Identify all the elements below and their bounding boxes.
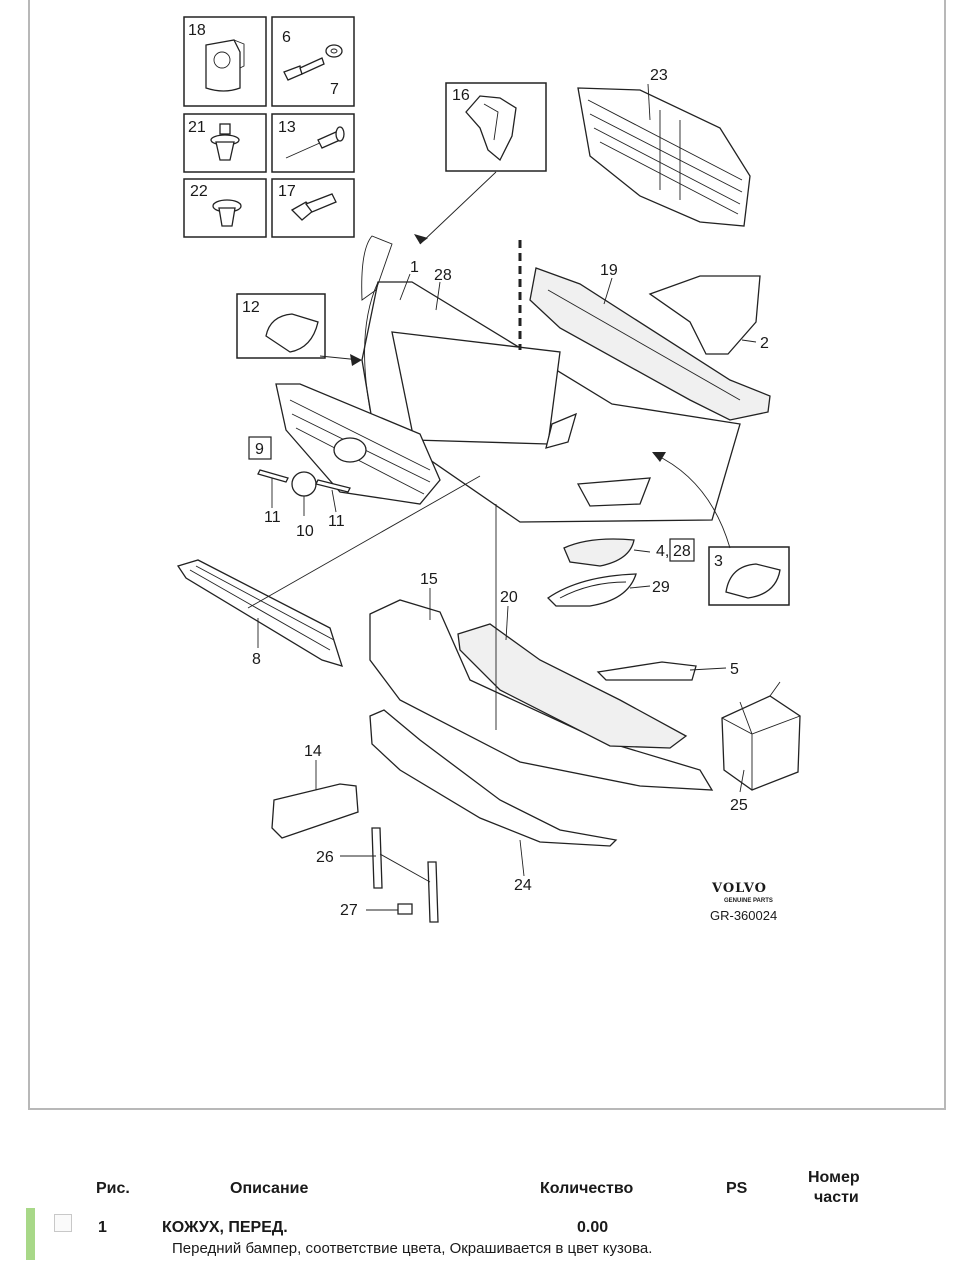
row-quantity: 0.00 <box>577 1219 609 1236</box>
callout-11-left: 11 <box>264 509 281 526</box>
callout-6: 6 <box>282 29 291 46</box>
part-4-fog-grille[interactable] <box>563 538 635 567</box>
inset-box-17[interactable] <box>271 178 355 238</box>
part-5-guide[interactable] <box>596 661 697 681</box>
diagram-code: GR-360024 <box>710 908 777 923</box>
callout-15: 15 <box>420 571 438 588</box>
callout-4: 4, <box>656 543 669 560</box>
header-quantity: Количество <box>540 1180 634 1197</box>
part-1-bumper-cover[interactable] <box>361 235 741 523</box>
row-checkbox[interactable] <box>54 1214 72 1232</box>
callout-28-box: 28 <box>673 543 691 560</box>
reference-lines <box>247 171 731 730</box>
part-14-plate-holder[interactable] <box>271 783 359 839</box>
part-9-lower-grille[interactable] <box>275 383 441 505</box>
part-11-trim-strips[interactable] <box>257 469 351 493</box>
inset-box-13[interactable] <box>271 113 355 173</box>
callout-29: 29 <box>652 579 670 596</box>
part-23-upper-grille[interactable] <box>577 87 751 227</box>
callout-21: 21 <box>188 119 206 136</box>
callout-13: 13 <box>278 119 296 136</box>
callout-16: 16 <box>452 87 470 104</box>
callout-12: 12 <box>242 299 260 316</box>
inset-box-18[interactable] <box>183 16 267 107</box>
callout-23: 23 <box>650 67 668 84</box>
callout-14: 14 <box>304 743 322 760</box>
part-2-bracket[interactable] <box>648 275 761 355</box>
exploded-parts-diagram: 18 6 7 21 13 22 17 16 23 1 28 19 2 12 9 … <box>176 16 801 923</box>
callout-17: 17 <box>278 183 296 200</box>
inset-box-6-7[interactable] <box>271 16 355 107</box>
header-description: Описание <box>230 1180 309 1197</box>
part-25-touch-up-box[interactable] <box>721 681 801 791</box>
callout-labels: 18 6 7 21 13 22 17 16 23 1 28 19 2 12 9 … <box>188 22 769 919</box>
part-19-reinforcement[interactable] <box>529 267 771 421</box>
part-15-splash-shield[interactable] <box>369 599 714 791</box>
callout-3: 3 <box>714 553 723 570</box>
inset-box-16[interactable] <box>445 82 547 172</box>
part-26-brackets[interactable] <box>371 827 439 923</box>
inset-box-21[interactable] <box>183 113 267 173</box>
callout-26: 26 <box>316 849 334 866</box>
header-ps: PS <box>726 1180 748 1197</box>
callout-5: 5 <box>730 661 739 678</box>
callout-11-right: 11 <box>328 513 345 530</box>
svg-text:GENUINE PARTS: GENUINE PARTS <box>724 898 773 904</box>
callout-1: 1 <box>410 259 419 276</box>
header-part-number-2: части <box>814 1189 859 1206</box>
row-name: КОЖУХ, ПЕРЕД. <box>162 1219 288 1236</box>
header-fig: Рис. <box>96 1180 130 1197</box>
volvo-logo: VOLVO GENUINE PARTS <box>711 881 773 904</box>
svg-text:VOLVO: VOLVO <box>711 881 767 896</box>
callout-18: 18 <box>188 22 206 39</box>
part-10-emblem[interactable] <box>291 471 317 497</box>
callout-28-top: 28 <box>434 267 452 284</box>
callout-2: 2 <box>760 335 769 352</box>
callout-22: 22 <box>190 183 208 200</box>
part-29-frame[interactable] <box>546 573 637 607</box>
row-selection-bar <box>26 1208 35 1260</box>
callout-8: 8 <box>252 651 261 668</box>
part-8-mesh-grille[interactable] <box>176 559 343 667</box>
callout-20: 20 <box>500 589 518 606</box>
inset-box-12[interactable] <box>236 293 326 359</box>
row-note: Передний бампер, соответствие цвета, Окр… <box>172 1240 653 1257</box>
callout-10: 10 <box>296 523 314 540</box>
row-fig: 1 <box>98 1219 107 1236</box>
part-24-spoiler[interactable] <box>369 709 618 847</box>
callout-7: 7 <box>330 81 339 98</box>
callout-9: 9 <box>255 441 264 458</box>
callout-19: 19 <box>600 262 618 279</box>
header-part-number-1: Номер <box>808 1169 860 1186</box>
callout-27: 27 <box>340 902 358 919</box>
inset-box-22[interactable] <box>183 178 267 238</box>
leader-lines <box>257 83 757 877</box>
callout-24: 24 <box>514 877 532 894</box>
part-27-screw[interactable] <box>366 903 413 915</box>
part-20-under-cover[interactable] <box>457 623 688 749</box>
diagram-frame <box>28 0 946 1110</box>
callout-25: 25 <box>730 797 748 814</box>
inset-box-3[interactable] <box>708 546 790 606</box>
